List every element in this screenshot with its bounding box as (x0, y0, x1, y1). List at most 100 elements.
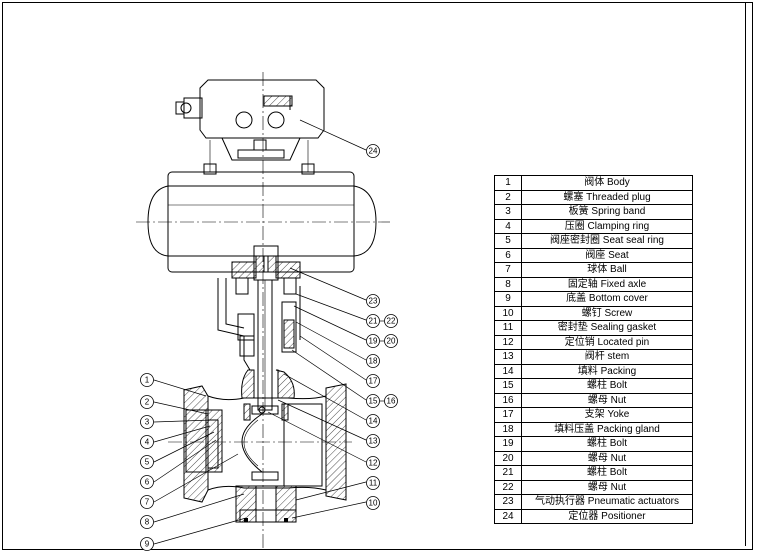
part-name: 板簧 Spring band (521, 204, 693, 220)
valve-body-neck (241, 369, 295, 399)
part-name: 螺柱 Bolt (521, 436, 693, 452)
part-name: 底盖 Bottom cover (521, 291, 693, 307)
part-name: 气动执行器 Pneumatic actuators (521, 494, 693, 510)
callout-19: 19 (366, 334, 380, 348)
part-number: 17 (494, 407, 522, 423)
callout-20: 20 (384, 334, 398, 348)
yoke (217, 278, 301, 371)
callout-7: 7 (140, 495, 154, 509)
part-number: 24 (494, 508, 522, 524)
positioner (175, 79, 325, 175)
callout-5-label: 5 (145, 458, 150, 467)
part-name: 螺母 Nut (521, 392, 693, 408)
callout-22: 22 (384, 314, 398, 328)
callout-2-label: 2 (145, 398, 150, 407)
part-name: 螺塞 Threaded plug (521, 189, 693, 205)
callout-9-label: 9 (145, 540, 150, 549)
part-name: 支架 Yoke (521, 407, 693, 423)
part-name: 压圈 Clamping ring (521, 218, 693, 234)
callout-4: 4 (140, 435, 154, 449)
callout-3: 3 (140, 415, 154, 429)
part-name: 阀杆 stem (521, 349, 693, 365)
callout-24: 24 (366, 144, 380, 158)
callout-23-label: 23 (369, 297, 378, 306)
callout-9: 9 (140, 537, 154, 551)
part-name: 定位销 Located pin (521, 334, 693, 350)
frame-right-border (745, 2, 746, 546)
callout-12-label: 12 (369, 459, 378, 468)
part-number: 12 (494, 334, 522, 350)
part-number: 22 (494, 479, 522, 495)
callout-8: 8 (140, 515, 154, 529)
callout-21: 21 (366, 314, 380, 328)
callout-23: 23 (366, 294, 380, 308)
valve-stem (257, 279, 273, 411)
callout-10-label: 10 (369, 499, 378, 508)
part-name: 填料压盖 Packing gland (521, 421, 693, 437)
part-name: 螺母 Nut (521, 479, 693, 495)
callout-2: 2 (140, 395, 154, 409)
part-number: 19 (494, 436, 522, 452)
callout-11-label: 11 (369, 479, 378, 488)
callout-6-label: 6 (145, 478, 150, 487)
callout-6: 6 (140, 475, 154, 489)
part-number: 11 (494, 320, 522, 336)
callout-7-label: 7 (145, 498, 150, 507)
part-number: 23 (494, 494, 522, 510)
callout-3-label: 3 (145, 418, 150, 427)
part-name: 螺柱 Bolt (521, 465, 693, 481)
callout-17-label: 17 (369, 377, 378, 386)
part-number: 14 (494, 363, 522, 379)
part-number: 4 (494, 218, 522, 234)
callout-11: 11 (366, 476, 380, 490)
callout-16-label: 16 (387, 397, 396, 406)
part-number: 5 (494, 233, 522, 249)
callout-19-label: 19 (369, 337, 378, 346)
part-name: 密封垫 Sealing gasket (521, 320, 693, 336)
part-number: 10 (494, 305, 522, 321)
callout-18: 18 (366, 354, 380, 368)
callout-13: 13 (366, 434, 380, 448)
callout-15-label: 15 (369, 397, 378, 406)
callout-13-label: 13 (369, 437, 378, 446)
bottom-cover (235, 485, 297, 523)
callout-24-label: 24 (369, 147, 378, 156)
part-number: 3 (494, 204, 522, 220)
callout-17: 17 (366, 374, 380, 388)
callout-8-label: 8 (145, 518, 150, 527)
callout-1: 1 (140, 373, 154, 387)
part-name: 阀体 Body (521, 175, 693, 191)
part-number: 8 (494, 276, 522, 292)
part-number: 20 (494, 450, 522, 466)
part-name: 定位器 Positioner (521, 508, 693, 524)
part-name: 螺母 Nut (521, 450, 693, 466)
callout-16: 16 (384, 394, 398, 408)
part-number: 18 (494, 421, 522, 437)
part-number: 15 (494, 378, 522, 394)
part-name: 阀座密封圈 Seat seal ring (521, 233, 693, 249)
part-name: 螺柱 Bolt (521, 378, 693, 394)
callout-14-label: 14 (369, 417, 378, 426)
callout-12: 12 (366, 456, 380, 470)
part-number: 6 (494, 247, 522, 263)
callout-21-label: 21 (369, 317, 378, 326)
